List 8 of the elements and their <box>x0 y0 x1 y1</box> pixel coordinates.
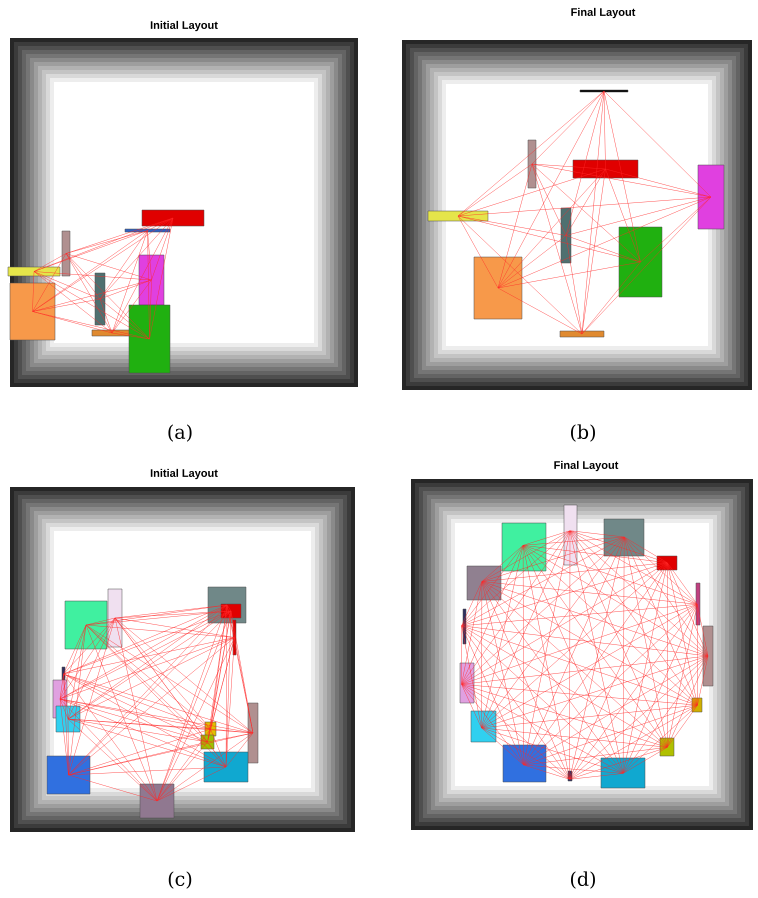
panel-title: Initial Layout <box>150 20 218 32</box>
panel-title: Final Layout <box>554 460 618 472</box>
subfigure-label: (c) <box>168 871 192 889</box>
subfigure-label: (d) <box>571 871 595 889</box>
subfigure-label: (a) <box>168 424 192 442</box>
panel-title: Initial Layout <box>150 468 218 480</box>
panel-title: Final Layout <box>571 8 636 18</box>
subfigure-label: (b) <box>571 424 595 442</box>
